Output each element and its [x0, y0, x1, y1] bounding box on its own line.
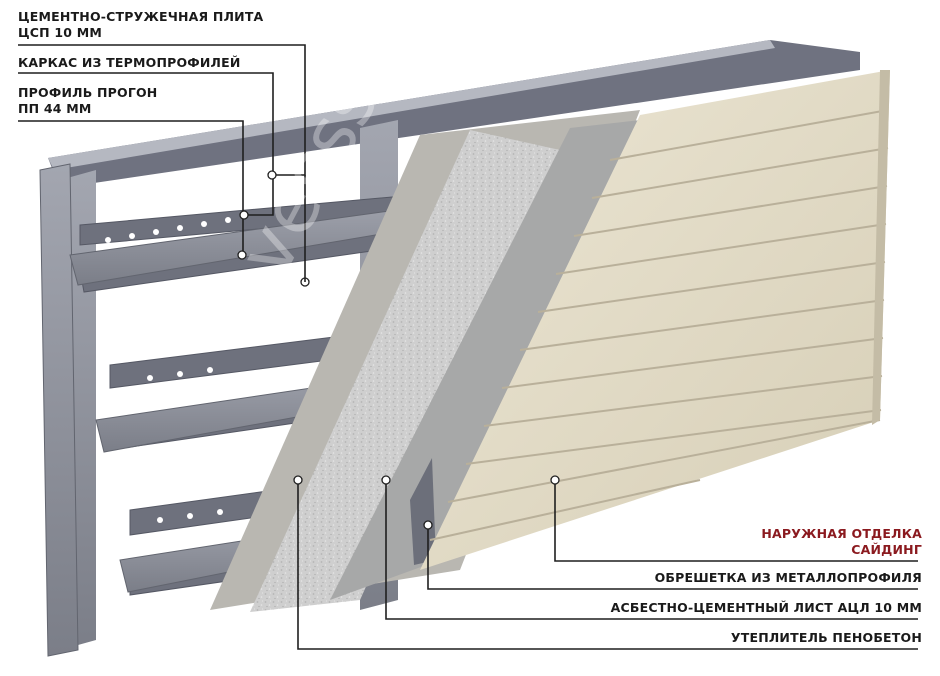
label-slab-line1: ЦЕМЕНТНО-СТРУЖЕЧНАЯ ПЛИТА [18, 9, 264, 24]
metal-lathing [410, 458, 436, 565]
label-asbestos: АСБЕСТНО-ЦЕМЕНТНЫЙ ЛИСТ АЦЛ 10 ММ [610, 600, 922, 615]
label-finish-line1: НАРУЖНАЯ ОТДЕЛКА [761, 526, 922, 541]
label-lathing: ОБРЕШЕТКА ИЗ МЕТАЛЛОПРОФИЛЯ [654, 570, 922, 585]
label-slab-line2: ЦСП 10 ММ [18, 25, 103, 40]
foam-concrete-layer [250, 130, 560, 612]
leader-lines [18, 44, 918, 650]
label-finish-line2: САЙДИНГ [851, 542, 922, 557]
frame-top-rail [48, 40, 860, 188]
siding-panel [420, 70, 890, 570]
label-insulation: УТЕПЛИТЕЛЬ ПЕНОБЕТОН [730, 630, 922, 645]
label-purlin-line1: ПРОФИЛЬ ПРОГОН [18, 85, 158, 100]
label-purlin-line2: ПП 44 ММ [18, 101, 92, 116]
label-frame: КАРКАС ИЗ ТЕРМОПРОФИЛЕЙ [18, 55, 241, 70]
leader-dots [237, 170, 560, 530]
asbestos-cement-sheet [330, 120, 640, 600]
frame-holes [105, 217, 231, 523]
